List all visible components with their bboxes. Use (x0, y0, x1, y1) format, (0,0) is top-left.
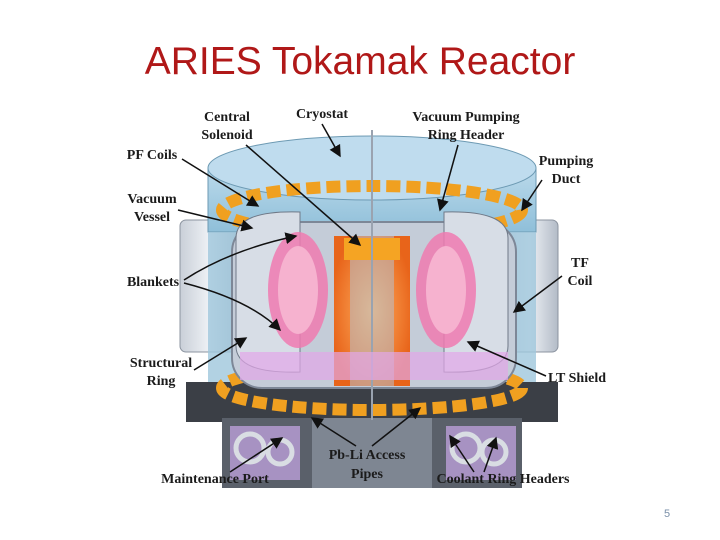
svg-text:Vessel: Vessel (134, 210, 170, 225)
svg-text:Cryostat: Cryostat (296, 107, 348, 122)
label-vacuum-vessel: Vacuum Vessel (127, 192, 177, 225)
svg-text:PF Coils: PF Coils (127, 148, 178, 163)
label-lt-shield: LT Shield (548, 371, 606, 386)
label-pumping-duct: Pumping Duct (539, 154, 593, 187)
label-blankets: Blankets (127, 275, 180, 290)
svg-text:Maintenance Port: Maintenance Port (161, 472, 269, 487)
svg-text:Pipes: Pipes (351, 467, 383, 482)
svg-text:Coil: Coil (568, 274, 593, 289)
svg-text:Vacuum: Vacuum (127, 192, 177, 207)
label-structural-ring: Structural Ring (130, 356, 192, 389)
svg-text:TF: TF (571, 256, 589, 271)
label-vacuum-pumping-ring-header: Vacuum Pumping Ring Header (412, 110, 519, 143)
label-coolant-ring-headers: Coolant Ring Headers (437, 472, 571, 487)
label-cryostat: Cryostat (296, 107, 348, 122)
label-maintenance-port: Maintenance Port (161, 472, 269, 487)
svg-text:Blankets: Blankets (127, 275, 180, 290)
lower-coils (240, 352, 508, 380)
svg-text:Solenoid: Solenoid (201, 128, 253, 143)
svg-text:Central: Central (204, 110, 250, 125)
slide-number: 5 (664, 508, 670, 520)
svg-text:Pb-Li Access: Pb-Li Access (329, 448, 406, 463)
svg-text:Duct: Duct (552, 172, 581, 187)
svg-text:LT Shield: LT Shield (548, 371, 606, 386)
svg-text:Structural: Structural (130, 356, 192, 371)
label-central-solenoid: Central Solenoid (201, 110, 253, 143)
svg-text:Vacuum Pumping: Vacuum Pumping (412, 110, 519, 125)
svg-text:Coolant Ring Headers: Coolant Ring Headers (437, 472, 571, 487)
label-tf-coil: TF Coil (568, 256, 593, 289)
label-pf-coils: PF Coils (127, 148, 178, 163)
svg-text:Ring: Ring (147, 374, 176, 389)
svg-text:Pumping: Pumping (539, 154, 593, 169)
svg-text:Ring Header: Ring Header (428, 128, 505, 143)
